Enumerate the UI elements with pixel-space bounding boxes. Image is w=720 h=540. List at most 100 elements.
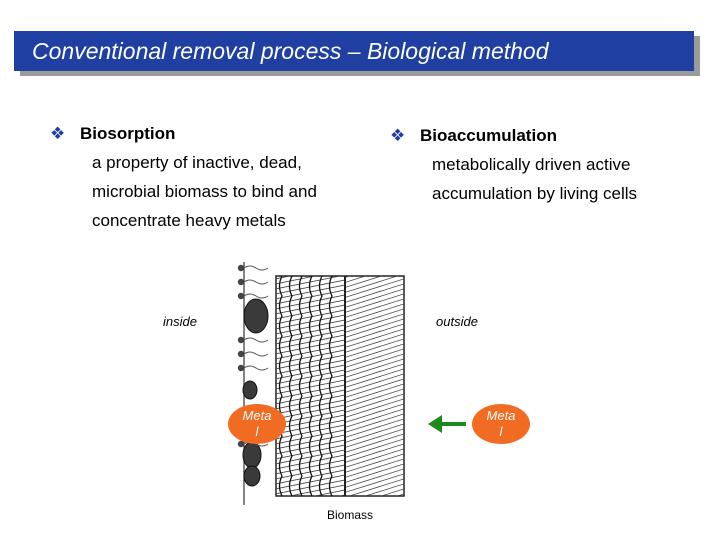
hatch-line: [276, 389, 344, 405]
hatch-line: [346, 378, 404, 398]
hatch-line: [346, 398, 404, 418]
hatch-line: [346, 423, 404, 443]
hatch-line: [346, 473, 404, 493]
binding-site-blob: [242, 441, 262, 469]
hatch-line: [312, 489, 344, 496]
hatch-line: [346, 393, 404, 413]
hatch-line: [346, 338, 404, 358]
hatch-line: [346, 458, 404, 478]
biosorption-heading: Biosorption: [80, 124, 176, 143]
hatch-line: [346, 373, 404, 393]
uptake-arrow-head: [428, 415, 442, 433]
binding-site-blob: [243, 298, 269, 334]
hatch-line: [276, 349, 344, 365]
cell-wall-fiber: [288, 276, 293, 496]
hatch-line: [346, 363, 404, 383]
biosorption-bullet: ❖ Biosorption a property of inactive, de…: [50, 119, 317, 235]
surface-head: [237, 364, 245, 372]
hatch-line: [364, 483, 404, 496]
hatch-line: [276, 449, 344, 465]
surface-tail: [243, 365, 269, 371]
hatch-line: [346, 388, 404, 408]
diamond-bullet-icon: ❖: [50, 124, 66, 143]
hatch-line: [340, 252, 410, 274]
inside-label: inside: [163, 314, 197, 329]
hatch-line: [380, 488, 404, 496]
diamond-bullet-icon: ❖: [390, 126, 406, 145]
cell-wall-fiber: [328, 276, 333, 496]
metal-ion-outside: Meta l: [472, 404, 530, 444]
hatch-line: [346, 288, 404, 308]
hatch-line: [346, 323, 404, 343]
metal-ion-inside: Meta l: [228, 404, 286, 444]
surface-tail: [243, 265, 269, 271]
hatch-line: [346, 443, 404, 463]
hatch-line: [346, 368, 404, 388]
cell-wall: [275, 252, 410, 497]
hatch-line: [346, 283, 404, 303]
cell-wall-fiber: [298, 276, 303, 496]
hatch-line: [346, 278, 404, 298]
biosorption-description: a property of inactive, dead, microbial …: [92, 153, 317, 230]
outside-label: outside: [436, 314, 478, 329]
hatch-line: [346, 358, 404, 378]
hatch-line: [346, 333, 404, 353]
surface-tail: [243, 279, 269, 285]
hatch-line: [346, 403, 404, 423]
hatch-line: [346, 353, 404, 373]
hatch-line: [276, 276, 293, 280]
hatch-line: [346, 276, 367, 283]
hatch-line: [346, 348, 404, 368]
hatch-line: [348, 478, 404, 496]
hatch-line: [346, 276, 383, 288]
hatch-line: [276, 276, 318, 285]
surface-head: [237, 292, 245, 300]
hatch-line: [346, 453, 404, 473]
hatch-line: [346, 438, 404, 458]
bioaccumulation-heading: Bioaccumulation: [420, 126, 557, 145]
cell-wall-fiber: [278, 276, 283, 496]
bioaccumulation-description: metabolically driven active accumulation…: [432, 155, 638, 203]
hatch-line: [346, 313, 404, 333]
cell-wall-fiber: [318, 276, 323, 496]
surface-head: [237, 350, 245, 358]
hatch-line: [346, 413, 404, 433]
hatch-line: [346, 303, 404, 323]
hatch-line: [395, 493, 404, 496]
hatch-line: [276, 429, 344, 445]
hatch-line: [346, 328, 404, 348]
hatch-line: [346, 418, 404, 438]
hatch-line: [346, 298, 404, 318]
binding-sites: [237, 264, 269, 487]
hatch-line: [346, 308, 404, 328]
hatch-line: [346, 463, 404, 483]
hatch-line: [346, 408, 404, 428]
surface-tail: [243, 351, 269, 357]
hatch-line: [276, 289, 344, 305]
hatch-line: [276, 469, 344, 485]
cell-wall-fiber: [308, 276, 313, 496]
hatch-line: [346, 428, 404, 448]
uptake-arrow: [428, 415, 466, 433]
surface-head: [237, 278, 245, 286]
hatch-line: [346, 343, 404, 363]
binding-site-blob: [243, 465, 261, 487]
hatch-line: [276, 329, 344, 345]
surface-tail: [243, 293, 269, 299]
hatch-line: [346, 468, 404, 488]
bioaccumulation-bullet: ❖ Bioaccumulation metabolically driven a…: [390, 121, 637, 208]
surface-tail: [243, 337, 269, 343]
hatch-line: [346, 276, 399, 293]
hatch-line: [276, 309, 344, 325]
hatch-line: [276, 369, 344, 385]
surface-head: [237, 440, 245, 448]
hatch-line: [346, 383, 404, 403]
surface-head: [237, 336, 245, 344]
surface-head: [237, 264, 245, 272]
hatch-line: [346, 293, 404, 313]
binding-site-blob: [242, 380, 258, 400]
hatch-line: [346, 448, 404, 468]
biomass-label: Biomass: [327, 508, 374, 522]
hatch-line: [346, 318, 404, 338]
